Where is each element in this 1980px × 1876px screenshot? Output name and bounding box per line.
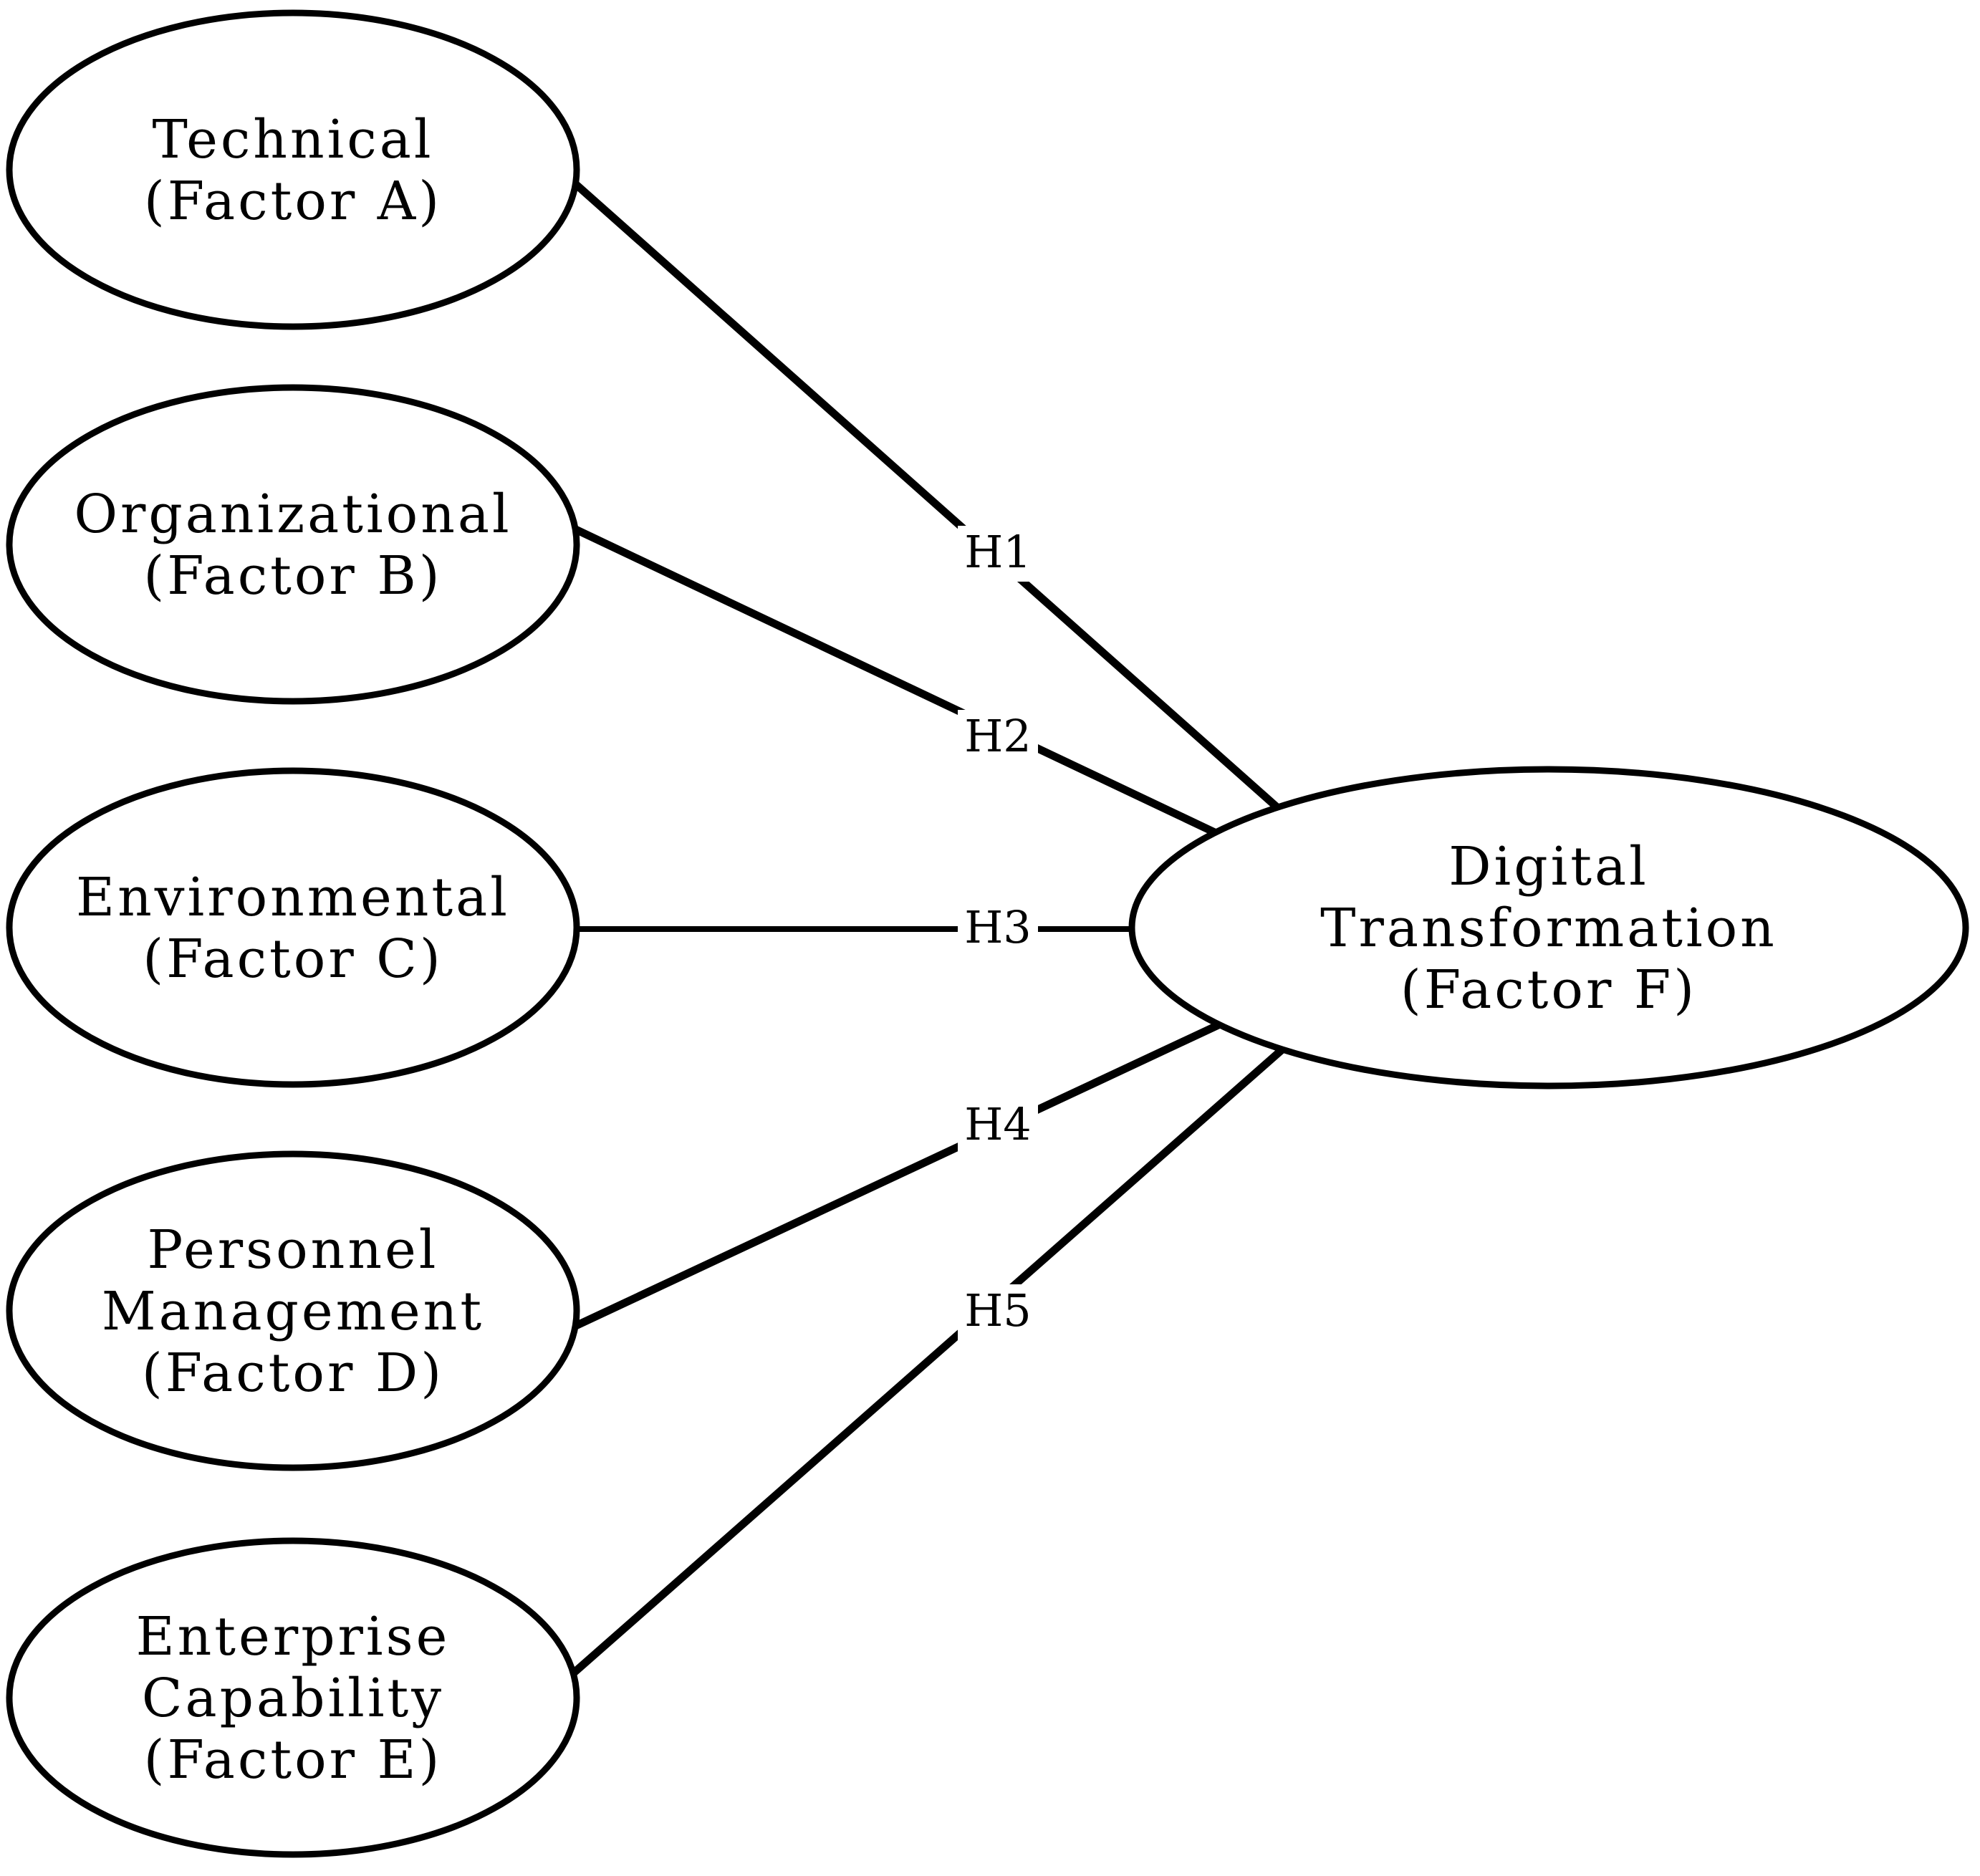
node-factor-e-shape[interactable] — [6, 1537, 580, 1858]
node-factor-c-label-line1: Environmental — [76, 867, 510, 928]
edge-label-h5: H5 — [958, 1284, 1038, 1340]
node-factor-a-shape[interactable] — [6, 9, 580, 330]
node-factor-f-shape[interactable] — [1128, 766, 1969, 1089]
node-factor-e-label-line2: Capability — [142, 1668, 444, 1729]
node-factor-d[interactable]: Personnel Management (Factor D) — [6, 1150, 580, 1471]
node-factor-a-label-line1: Technical — [152, 109, 433, 170]
edge-label-h3: H3 — [958, 901, 1038, 957]
node-factor-c[interactable]: Environmental (Factor C) — [6, 767, 580, 1088]
node-factor-d-label-line2: Management — [102, 1281, 484, 1342]
node-factor-f-label-line1: Digital — [1448, 836, 1649, 898]
edge-labels-group: H1 H2 H3 H4 H5 — [958, 526, 1038, 1340]
node-factor-b-label-line1: Organizational — [74, 484, 511, 545]
node-factor-f-label-line2: Transformation — [1320, 898, 1777, 959]
node-factor-a[interactable]: Technical (Factor A) — [6, 9, 580, 330]
edge-label-h2-backdrop — [958, 710, 1038, 766]
edge-label-h1: H1 — [958, 526, 1038, 582]
edge-label-h1-text: H1 — [964, 526, 1032, 578]
node-factor-c-label-line2: (Factor C) — [143, 928, 443, 990]
node-factor-e-label-line1: Enterprise — [136, 1606, 451, 1668]
edge-label-h4: H4 — [958, 1098, 1038, 1154]
node-factor-a-label-line2: (Factor A) — [144, 170, 442, 232]
edge-label-h2: H2 — [958, 710, 1038, 766]
edge-label-h5-text: H5 — [964, 1284, 1032, 1337]
edge-label-h2-text: H2 — [964, 710, 1032, 762]
edge-label-h4-backdrop — [958, 1098, 1038, 1154]
node-factor-b-label-line2: (Factor B) — [143, 545, 442, 607]
node-factor-f-label-line3: (Factor F) — [1400, 959, 1697, 1021]
node-factor-f[interactable]: Digital Transformation (Factor F) — [1128, 766, 1969, 1089]
edge-label-h3-backdrop — [958, 901, 1038, 957]
node-factor-e[interactable]: Enterprise Capability (Factor E) — [6, 1537, 580, 1858]
edge-label-h1-backdrop — [958, 526, 1038, 582]
node-factor-c-shape[interactable] — [6, 767, 580, 1088]
node-factor-d-label-line1: Personnel — [148, 1219, 439, 1281]
edge-label-h5-backdrop — [958, 1284, 1038, 1340]
node-factor-e-label-line3: (Factor E) — [144, 1729, 443, 1791]
edge-label-h3-text: H3 — [964, 901, 1032, 953]
node-factor-b-shape[interactable] — [6, 384, 580, 705]
node-factor-b[interactable]: Organizational (Factor B) — [6, 384, 580, 705]
node-factor-d-shape[interactable] — [6, 1150, 580, 1471]
edge-label-h4-text: H4 — [964, 1098, 1032, 1150]
node-factor-d-label-line3: (Factor D) — [142, 1342, 444, 1404]
